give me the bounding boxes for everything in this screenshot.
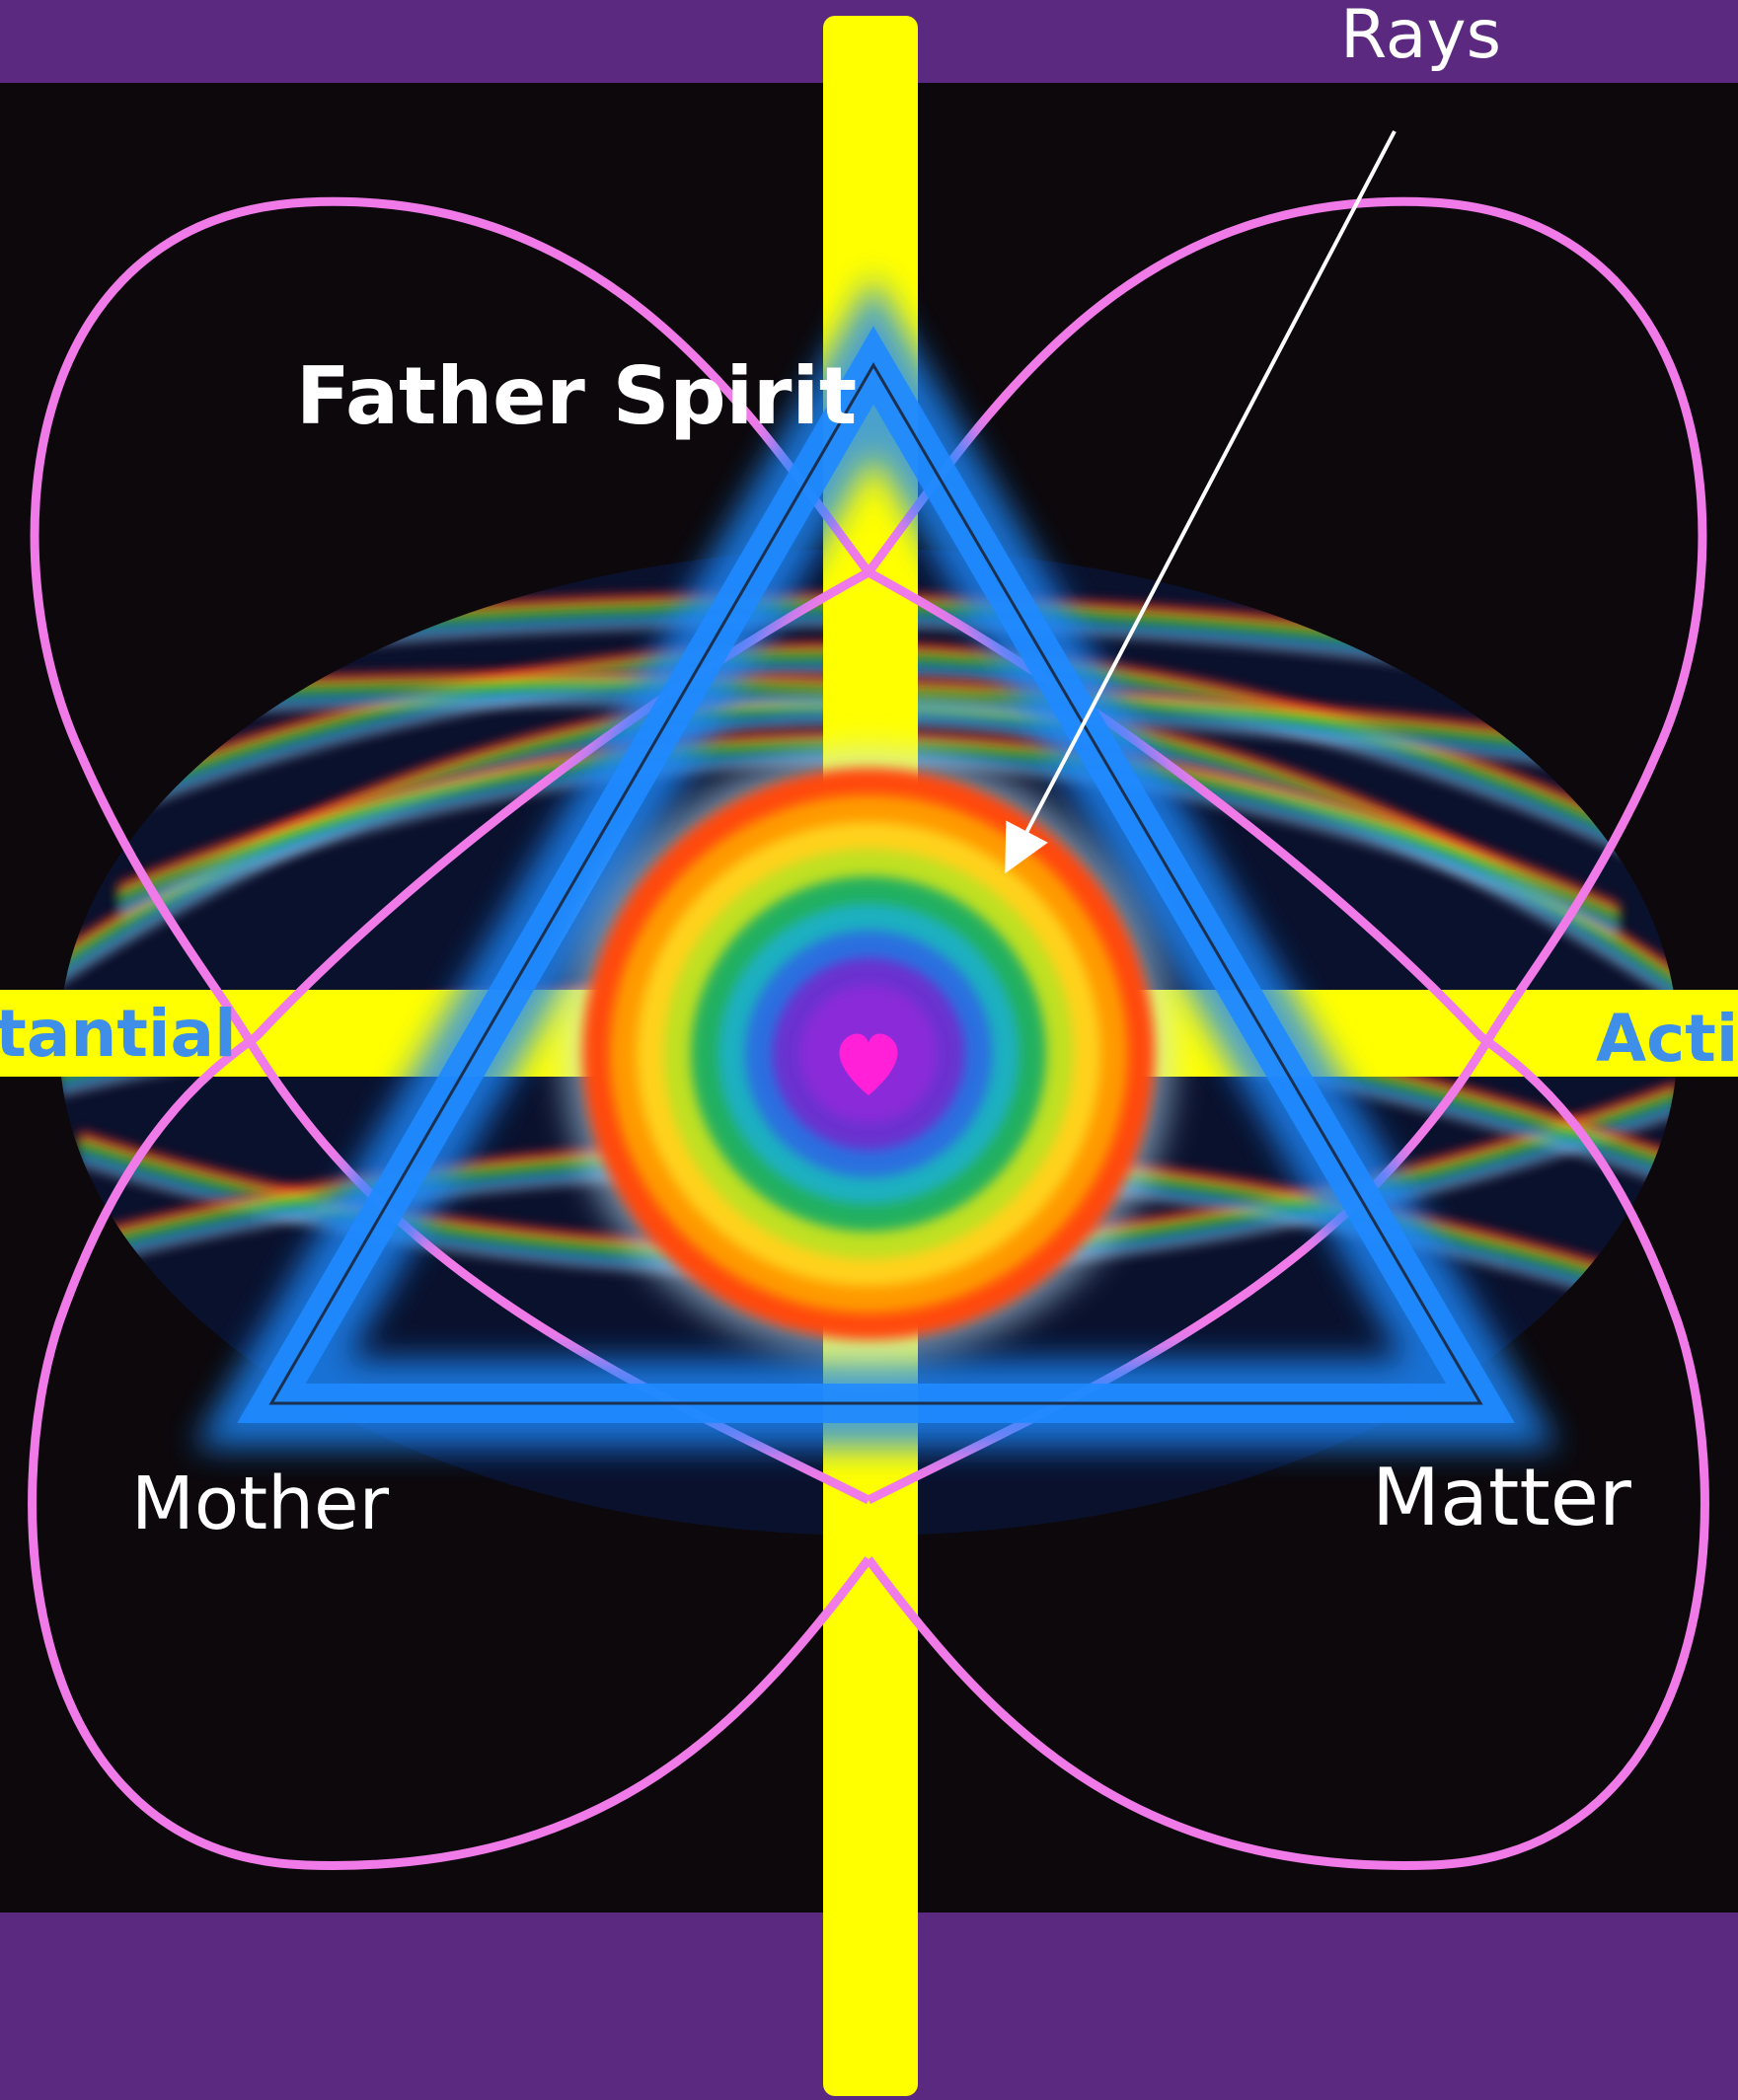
left-axis-label: stantial xyxy=(0,1002,237,1067)
mother-label: Mother xyxy=(131,1467,389,1540)
matter-label: Matter xyxy=(1372,1459,1631,1538)
father-spirit-label: Father Spirit xyxy=(296,357,857,436)
right-axis-label: Acti xyxy=(1596,1007,1738,1072)
rays-label: Rays xyxy=(1340,2,1501,69)
